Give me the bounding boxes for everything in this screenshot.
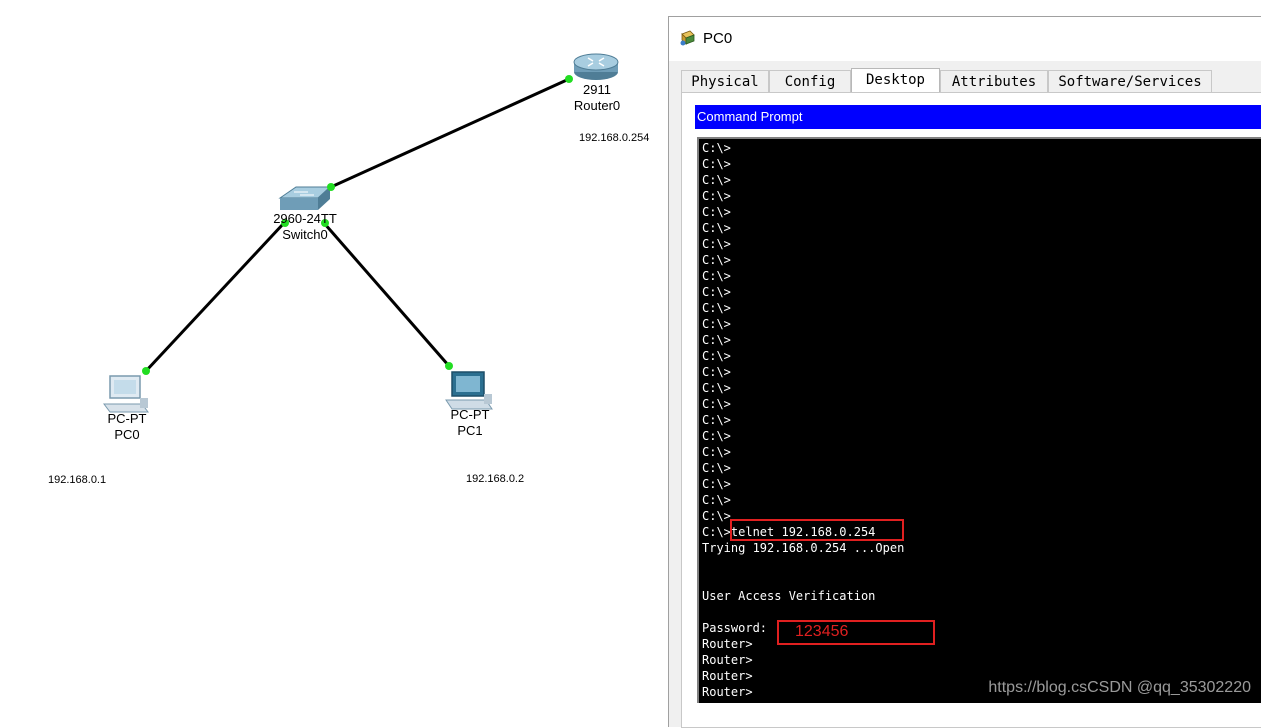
terminal-line: C:\>telnet 192.168.0.254 — [702, 525, 876, 539]
link-switch-router[interactable] — [330, 77, 570, 189]
terminal-line: C:\> — [702, 253, 731, 267]
terminal-line: C:\> — [702, 509, 731, 523]
port-dot-switch-uplink[interactable] — [327, 183, 335, 191]
pc0-ip: 192.168.0.1 — [48, 474, 107, 486]
terminal-line: Router> — [702, 637, 753, 651]
pc1-label: PC-PT PC1 — [451, 407, 490, 439]
terminal-line: Router> — [702, 685, 753, 699]
pc0-window: PC0 Physical Config Desktop Attributes S… — [668, 16, 1261, 728]
terminal-output: C:\> C:\> C:\> C:\> C:\> C:\> C:\> C:\> C:\> C:\>… — [702, 140, 904, 700]
terminal-line: C:\> — [702, 413, 731, 427]
terminal-line: C:\> — [702, 397, 731, 411]
tab-config[interactable]: Config — [769, 70, 851, 92]
link-switch-pc1[interactable] — [322, 222, 451, 367]
terminal-line: Router> — [702, 653, 753, 667]
link-switch-pc0[interactable] — [144, 221, 286, 373]
telnet-command-highlight — [730, 519, 904, 541]
switch-icon[interactable] — [278, 186, 332, 210]
pc0-name: PC0 — [114, 427, 140, 442]
terminal-line: C:\> — [702, 173, 731, 187]
port-dot-pc1[interactable] — [445, 362, 453, 370]
terminal-line: C:\> — [702, 349, 731, 363]
password-annotation: 123456 — [795, 623, 849, 640]
router-ip: 192.168.0.254 — [579, 132, 650, 144]
terminal-line: C:\> — [702, 477, 731, 491]
terminal-line: C:\> — [702, 157, 731, 171]
terminal-line: C:\> — [702, 205, 731, 219]
router-name: Router0 — [573, 98, 621, 113]
packet-tracer-app-icon — [680, 30, 695, 46]
terminal-line: C:\> — [702, 189, 731, 203]
port-dot-switch-pc1[interactable] — [321, 219, 329, 227]
router-icon[interactable] — [573, 53, 619, 80]
terminal-line: C:\> — [702, 237, 731, 251]
desktop-panel: Command Prompt C:\>C:\>C:\>C:\>C:\>C:\>C… — [681, 92, 1261, 728]
terminal-line: C:\> — [702, 429, 731, 443]
port-dot-switch-pc0[interactable] — [281, 219, 289, 227]
switch-model: 2960-24TT — [273, 211, 337, 226]
pc0-label: PC-PT PC0 — [108, 411, 147, 443]
pc1-ip: 192.168.0.2 — [466, 473, 525, 485]
window-title-bar[interactable]: PC0 — [669, 17, 1261, 61]
terminal-line — [702, 556, 904, 572]
router-model: 2911 — [583, 82, 611, 97]
window-title: PC0 — [703, 30, 733, 47]
tab-physical[interactable]: Physical — [681, 70, 769, 92]
terminal-line — [702, 572, 904, 588]
terminal-line: C:\> — [702, 285, 731, 299]
port-dot-pc0[interactable] — [142, 367, 150, 375]
terminal-line: C:\> — [702, 269, 731, 283]
topology-canvas[interactable]: 2911 Router0 192.168.0.254 2960-24TT Swi… — [0, 0, 668, 727]
tab-attributes[interactable]: Attributes — [940, 70, 1048, 92]
pc0-model: PC-PT — [107, 411, 147, 426]
command-prompt-title-bar[interactable]: Command Prompt — [695, 105, 1261, 129]
terminal-line: Password: — [702, 621, 768, 635]
topology-links — [103, 53, 619, 413]
tab-desktop[interactable]: Desktop — [851, 68, 940, 92]
watermark: https://blog.csCSDN @qq_35302220 — [988, 679, 1251, 696]
terminal-line: C:\> — [702, 333, 731, 347]
switch-label: 2960-24TT Switch0 — [273, 211, 337, 243]
terminal-line: C:\> — [702, 301, 731, 315]
terminal-line: C:\> — [702, 317, 731, 331]
pc0-icon[interactable] — [103, 375, 149, 413]
port-dot-router[interactable] — [565, 75, 573, 83]
terminal-line: C:\> — [702, 461, 731, 475]
terminal-line: C:\> — [702, 493, 731, 507]
router-label: 2911 Router0 — [574, 82, 620, 114]
pc1-model: PC-PT — [450, 407, 490, 422]
terminal-line: C:\> — [702, 445, 731, 459]
terminal-line: Trying 192.168.0.254 ...Open — [702, 541, 905, 555]
terminal-line: C:\> — [702, 221, 731, 235]
pc1-icon[interactable] — [445, 371, 493, 410]
terminal-line: Router> — [702, 669, 753, 683]
pc1-name: PC1 — [457, 423, 483, 438]
terminal-line: C:\> — [702, 381, 731, 395]
terminal-line: C:\> — [702, 141, 731, 155]
terminal-line — [702, 604, 904, 620]
terminal-line: C:\> — [702, 365, 731, 379]
tab-software-services[interactable]: Software/Services — [1048, 70, 1212, 92]
terminal-line: User Access Verification — [702, 589, 876, 603]
switch-name: Switch0 — [282, 227, 328, 242]
password-highlight: 123456 — [777, 620, 935, 645]
command-prompt-terminal[interactable]: C:\> C:\> C:\> C:\> C:\> C:\> C:\> C:\> C:\> C:\>… — [697, 137, 1261, 703]
